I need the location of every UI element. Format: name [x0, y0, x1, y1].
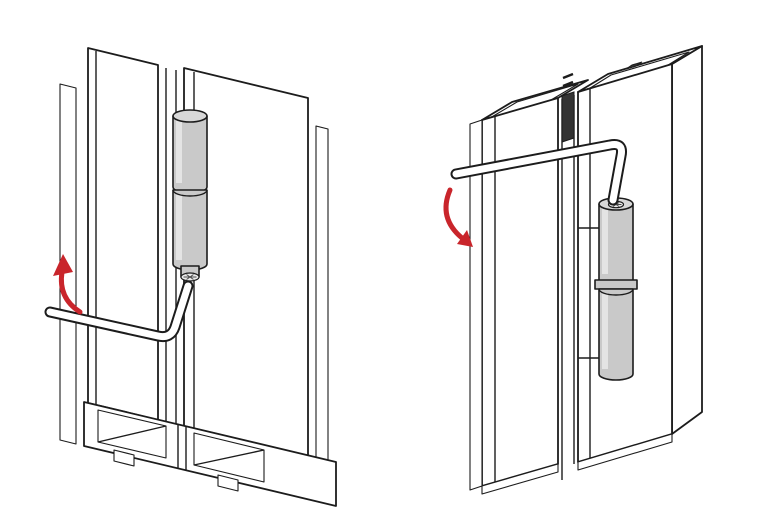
profile-lath-right — [315, 125, 329, 477]
profile-gap — [561, 72, 575, 480]
hinge-barrel — [172, 109, 208, 282]
sill-cross-section — [83, 401, 337, 507]
profile-side-face — [671, 45, 703, 435]
frame-profiles-right — [469, 45, 703, 495]
profile-slab-left — [87, 47, 159, 421]
allen-key — [44, 280, 194, 343]
hinge-barrel — [578, 197, 638, 381]
right-view-illustration — [443, 45, 703, 495]
rotation-arrow-down-icon — [443, 187, 473, 247]
left-view-illustration — [44, 47, 337, 507]
allen-key — [450, 139, 627, 206]
rotation-arrow-up-icon — [53, 254, 83, 315]
